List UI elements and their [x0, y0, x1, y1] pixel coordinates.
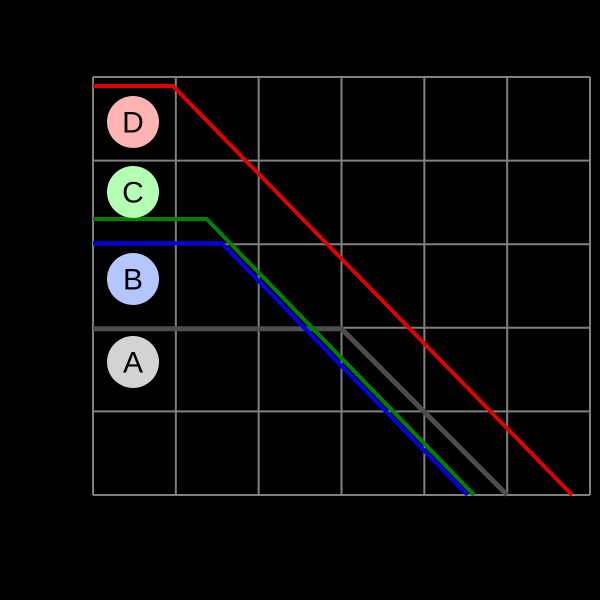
series-line-d — [93, 84, 574, 497]
node-marker-b[interactable]: B — [107, 253, 159, 305]
series-line-b — [93, 241, 469, 497]
node-label-a: A — [123, 347, 143, 380]
node-marker-d[interactable]: D — [107, 96, 159, 148]
node-label-b: B — [123, 264, 143, 297]
node-circle-c — [107, 166, 159, 218]
series-lines — [93, 84, 574, 497]
node-circle-d — [107, 96, 159, 148]
node-label-d: D — [122, 107, 144, 140]
node-label-c: C — [122, 177, 144, 210]
node-circle-b — [107, 253, 159, 305]
grid-lines — [92, 76, 591, 496]
node-marker-a[interactable]: A — [107, 336, 159, 388]
node-marker-c[interactable]: C — [107, 166, 159, 218]
node-markers: D C B A — [107, 96, 159, 388]
series-line-a — [93, 326, 509, 497]
series-line-c — [93, 217, 476, 497]
node-circle-a — [107, 336, 159, 388]
